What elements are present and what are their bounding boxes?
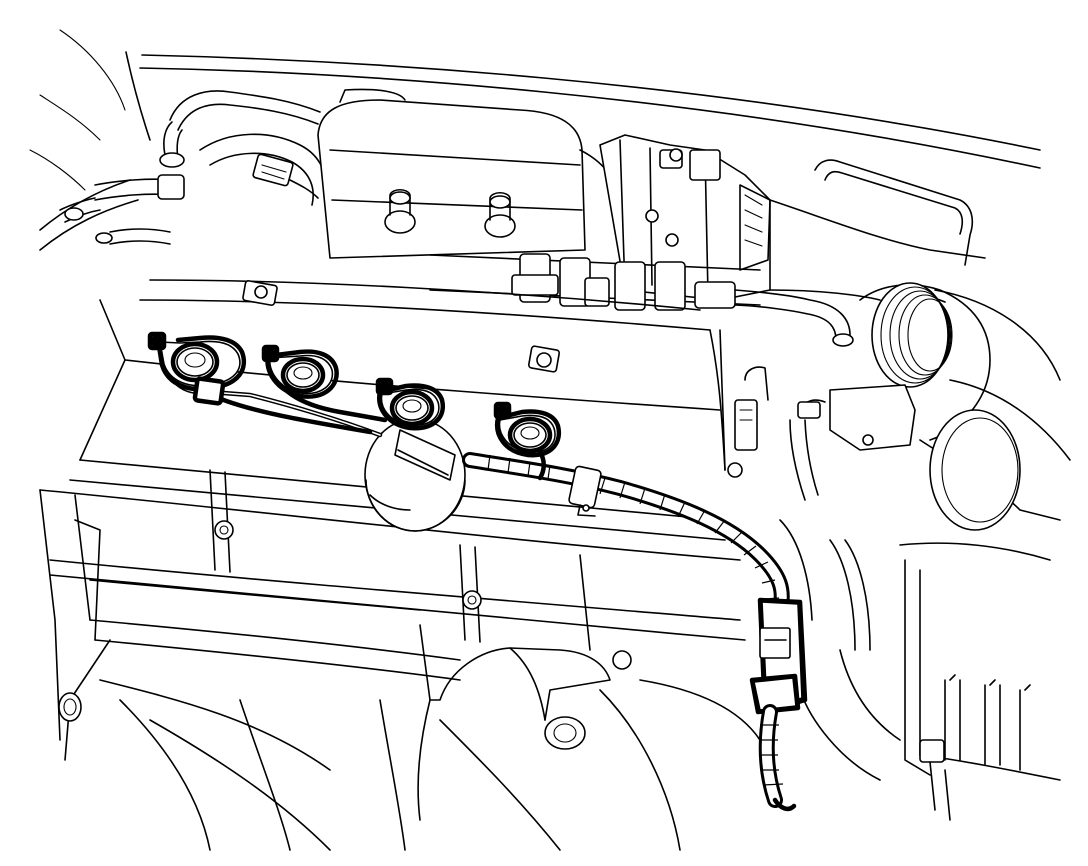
injector-4 (654, 261, 736, 311)
cover-bolt-3 (727, 462, 743, 478)
battery-tray (779, 519, 1061, 821)
harness-clip (568, 465, 602, 517)
injector-1 (511, 253, 559, 303)
intake-manifold (39, 469, 761, 851)
intake-boot (871, 282, 953, 388)
upper-hose (159, 90, 327, 206)
left-hose (59, 174, 185, 245)
body-panel-lines (29, 29, 1041, 251)
throttle-body (599, 134, 771, 301)
ignition-coil-2 (261, 344, 339, 399)
ignition-coil-3 (375, 377, 446, 431)
cover-bolt-1 (242, 280, 278, 306)
fuel-rail (429, 253, 854, 347)
pcv-sensor (734, 366, 769, 451)
harness-connector (749, 597, 808, 715)
hose-sensor (252, 153, 319, 199)
ignition-coil-4 (493, 401, 562, 458)
ignition-coil-harness (147, 331, 808, 812)
harness-ribs (487, 454, 780, 600)
intake-box (317, 88, 626, 266)
ignition-coil-1 (147, 331, 247, 406)
air-intake-duct (769, 159, 1071, 531)
oil-filler-cap (364, 418, 466, 532)
injector-3 (614, 261, 646, 311)
injector-2 (559, 257, 610, 307)
right-bracket (789, 384, 916, 501)
cover-bolt-2 (527, 345, 561, 373)
